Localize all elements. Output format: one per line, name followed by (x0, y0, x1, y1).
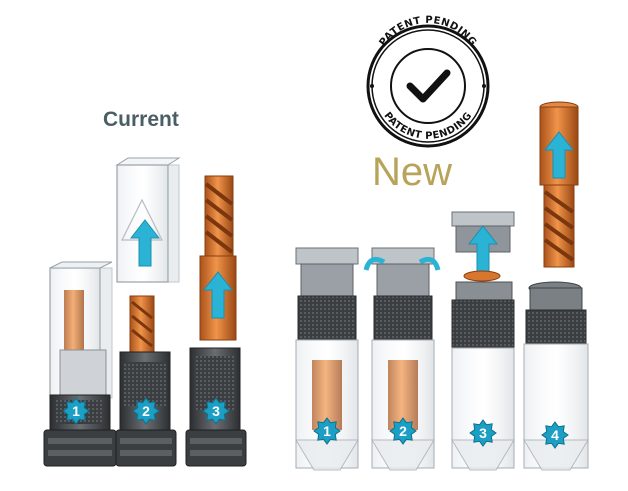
current-step-number: 1 (72, 403, 80, 419)
current-step-number: 3 (212, 403, 220, 419)
new-label: New (372, 150, 453, 194)
current-step-badge-2: 2 (132, 397, 160, 425)
current-step-badge-3: 3 (202, 397, 230, 425)
new-step-number: 4 (551, 427, 559, 443)
new-step-number: 1 (323, 423, 331, 439)
step-badges: 1 2 3 1 2 3 4 (62, 397, 569, 449)
current-holder-2 (115, 157, 181, 467)
new-step-number: 2 (399, 423, 407, 439)
check-icon (406, 69, 451, 103)
new-holder-2 (363, 247, 441, 471)
new-step-badge-2: 2 (389, 417, 417, 445)
rotate-arrow-icon (363, 256, 386, 271)
new-holder-3 (451, 211, 515, 471)
new-step-badge-1: 1 (313, 417, 341, 445)
current-label: Current (103, 108, 179, 131)
current-step-badge-1: 1 (62, 397, 90, 425)
new-step-badge-4: 4 (541, 421, 569, 449)
new-holder-1 (295, 247, 359, 471)
new-holder-4 (523, 101, 589, 471)
current-holder-3 (185, 175, 247, 467)
new-step-badge-3: 3 (469, 419, 497, 447)
current-step-number: 2 (142, 403, 150, 419)
new-step-number: 3 (479, 425, 487, 441)
patent-pending-seal: PATENT PENDING PATENT PENDING (366, 15, 490, 148)
current-holder-1 (43, 261, 117, 467)
